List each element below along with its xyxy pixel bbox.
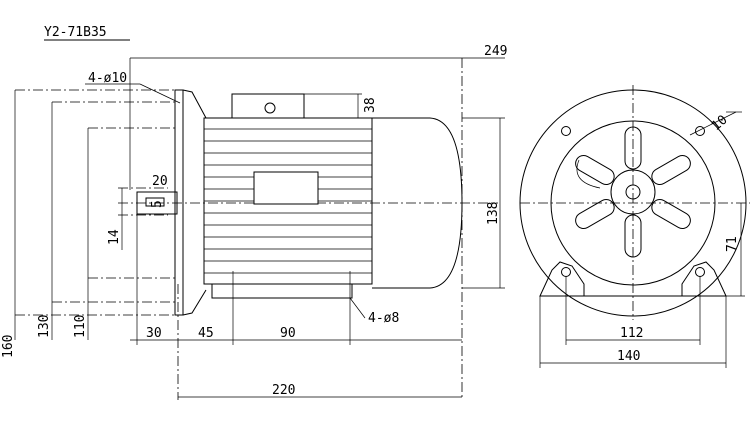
- side-view: [14, 57, 505, 400]
- end-foot-hole-right: [695, 267, 705, 277]
- dim-71-text: 71: [725, 236, 740, 252]
- dim-20-text: 20: [152, 174, 168, 189]
- dim-5-text: 5: [150, 200, 165, 208]
- dim-10-leader: [689, 111, 737, 136]
- dim-flange-holes-text: 4-ø10: [88, 71, 127, 86]
- foot-hole-leader: [349, 297, 366, 319]
- flange-fillet-top: [182, 89, 207, 119]
- end-foot-hole-left: [561, 267, 571, 277]
- vent-arc-left: [576, 159, 601, 189]
- dim-110-text: 110: [73, 315, 88, 338]
- vent-slots: [575, 126, 691, 258]
- flange-hole-tr: [695, 126, 705, 136]
- dim-112-text: 112: [620, 326, 643, 341]
- flange-hole-tl: [561, 126, 571, 136]
- shaft-circle: [625, 184, 641, 200]
- terminal-box-screw: [264, 102, 276, 114]
- dim-foot-holes-text: 4-ø8: [368, 311, 399, 326]
- dim-90-text: 90: [280, 326, 296, 341]
- dim-30-text: 30: [146, 326, 162, 341]
- fan-cover-circle: [550, 120, 716, 286]
- dim-130-text: 130: [37, 315, 52, 338]
- dim-14-text: 14: [107, 229, 122, 245]
- dim-38-text: 38: [363, 97, 378, 113]
- dim-45-text: 45: [198, 326, 214, 341]
- end-view: [519, 85, 750, 368]
- flange-hole-leader: [139, 83, 181, 104]
- flange-outer-circle: [519, 89, 747, 317]
- dim-220-text: 220: [272, 383, 295, 398]
- cooling-fins: [204, 128, 372, 274]
- shaft: [136, 191, 178, 215]
- terminal-box: [231, 93, 305, 119]
- flange-plate: [174, 89, 184, 316]
- shaft-key: [145, 197, 165, 207]
- motor-foot: [211, 284, 353, 299]
- dim-160-text: 160: [1, 335, 16, 358]
- drawing-title: Y2-71B35: [44, 25, 107, 40]
- dim-140-text: 140: [617, 349, 640, 364]
- flange-fillet-bottom: [182, 289, 207, 316]
- dim-138-text: 138: [486, 202, 501, 225]
- hub-circle: [610, 169, 656, 215]
- dim-10-text: 10: [709, 113, 731, 135]
- dim-249-text: 249: [484, 44, 507, 59]
- nameplate: [253, 171, 319, 205]
